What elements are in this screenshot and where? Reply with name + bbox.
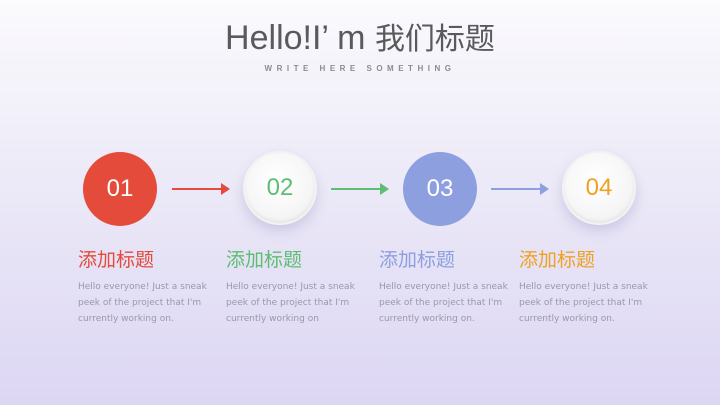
arrow-right-icon (491, 183, 549, 195)
step-description: Hello everyone! Just a sneak peek of the… (226, 282, 355, 324)
step-heading: 添加标题 (379, 249, 456, 271)
step-heading: 添加标题 (226, 249, 303, 271)
step-number: 01 (106, 175, 134, 202)
step-heading: 添加标题 (78, 249, 155, 271)
step-circle-01: 01 (83, 152, 157, 226)
step-text-03: 添加标题 Hello everyone! Just a sneak peek o… (379, 247, 509, 327)
step-number: 04 (585, 174, 613, 201)
title-chinese: 我们标题 (374, 23, 495, 56)
step-heading: 添加标题 (519, 249, 596, 271)
page-subtitle: WRITE HERE SOMETHING (264, 64, 456, 73)
arrow-right-icon (172, 183, 230, 195)
step-number: 03 (426, 175, 454, 202)
page-title: Hello!I’ m 我们标题 (0, 16, 720, 62)
step-description: Hello everyone! Just a sneak peek of the… (379, 282, 508, 324)
step-number: 02 (266, 174, 294, 201)
step-text-04: 添加标题 Hello everyone! Just a sneak peek o… (519, 247, 649, 327)
step-circle-03: 03 (403, 152, 477, 226)
step-text-02: 添加标题 Hello everyone! Just a sneak peek o… (226, 247, 356, 327)
step-description: Hello everyone! Just a sneak peek of the… (519, 282, 648, 324)
title-english: Hello!I’ m (225, 19, 375, 57)
step-circle-02: 02 (243, 151, 317, 225)
step-description: Hello everyone! Just a sneak peek of the… (78, 282, 207, 324)
step-text-01: 添加标题 Hello everyone! Just a sneak peek o… (78, 247, 208, 327)
arrow-right-icon (331, 183, 389, 195)
step-circle-04: 04 (562, 151, 636, 225)
